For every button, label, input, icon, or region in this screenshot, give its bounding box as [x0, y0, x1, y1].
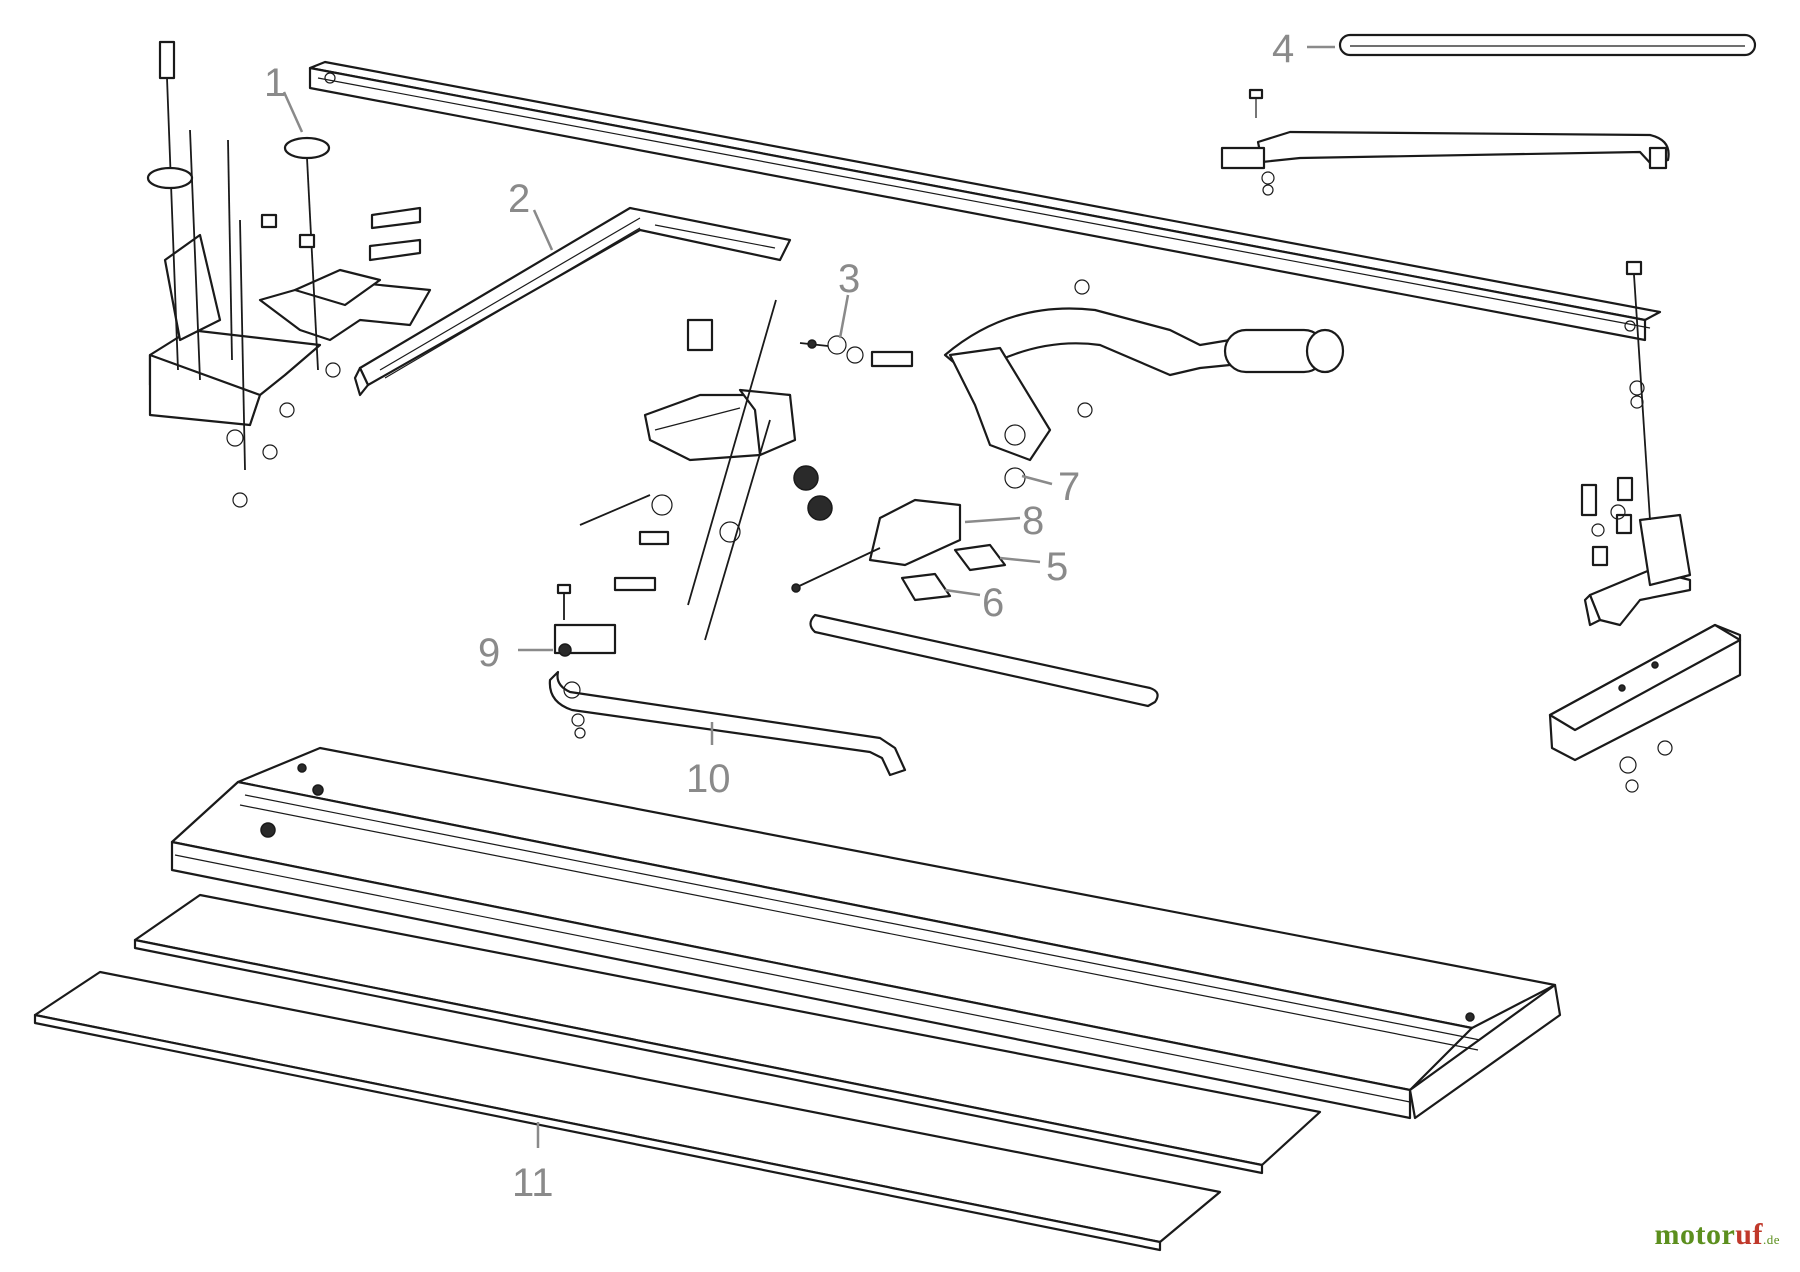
callout-10: 10	[686, 757, 731, 801]
callout-7: 7	[1058, 465, 1080, 509]
watermark-brand-a: motor	[1654, 1218, 1736, 1251]
brand-watermark: motoruf.de	[1654, 1218, 1780, 1252]
part-4-flat-bar	[1338, 33, 1757, 57]
left-clamp-assembly	[146, 40, 432, 508]
upper-right-arm	[1220, 88, 1670, 196]
callout-4: 4	[1272, 27, 1294, 71]
part-8-cutter-holder	[791, 498, 962, 593]
callout-11: 11	[512, 1161, 554, 1205]
callout-9: 9	[478, 631, 500, 675]
part-5-6-small-plates	[900, 543, 1007, 602]
right-foot-assembly	[1580, 260, 1692, 627]
part-9-pivot	[553, 583, 617, 657]
middle-flat-bar	[809, 613, 1159, 708]
callout-2: 2	[508, 177, 530, 221]
right-end-channel	[1548, 623, 1742, 793]
center-carriage	[579, 299, 833, 641]
watermark-brand-b: uf	[1735, 1218, 1763, 1251]
callout-group: 1 2 3 4 5 6 7 8 9 10 11	[264, 27, 1335, 1205]
callout-5: 5	[1046, 545, 1068, 589]
main-base-rail	[170, 746, 1562, 1120]
watermark-suffix: .de	[1762, 1232, 1780, 1247]
callout-1: 1	[264, 61, 286, 105]
callout-3: 3	[838, 257, 860, 301]
callout-8: 8	[1022, 499, 1044, 543]
part-2-graduated-bracket	[353, 206, 792, 397]
part-11-flat-plates	[33, 893, 1322, 1252]
top-guide-rail	[308, 60, 1662, 342]
cutting-handle-lever	[943, 279, 1345, 489]
part-3-washer-group	[799, 335, 914, 368]
callout-6: 6	[982, 581, 1004, 625]
part-10-arm	[548, 670, 907, 777]
